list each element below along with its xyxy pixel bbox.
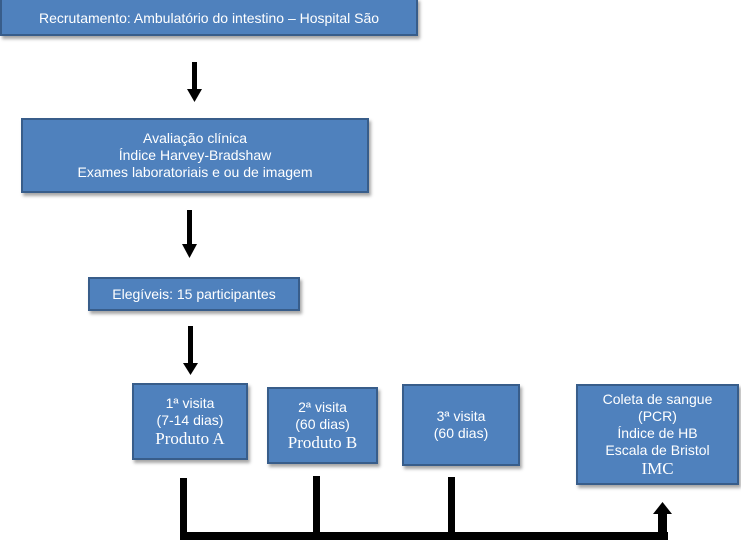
collection-line-3: Índice de HB bbox=[617, 425, 698, 441]
down-arrow-3 bbox=[183, 326, 198, 375]
visit-2-box: 2ª visita (60 dias) Produto B bbox=[267, 387, 378, 464]
timeline-connector bbox=[180, 476, 672, 540]
collection-line-5: IMC bbox=[641, 459, 674, 478]
visit-1-duration: (7-14 dias) bbox=[156, 412, 224, 428]
visit-3-box: 3ª visita (60 dias) bbox=[402, 384, 520, 466]
down-arrow-2 bbox=[182, 210, 197, 258]
visit-2-title: 2ª visita bbox=[298, 399, 347, 415]
clinical-evaluation-box: Avaliação clínica Índice Harvey-Bradshaw… bbox=[21, 118, 369, 193]
collection-line-2: (PCR) bbox=[638, 408, 677, 424]
visit-2-product: Produto B bbox=[287, 433, 358, 452]
evaluation-line-3: Exames laboratoriais e ou de imagem bbox=[77, 164, 313, 180]
visit-3-duration: (60 dias) bbox=[433, 425, 489, 441]
evaluation-line-1: Avaliação clínica bbox=[142, 130, 248, 146]
recruitment-text: Recrutamento: Ambulatório do intestino –… bbox=[38, 10, 380, 26]
visit-1-box: 1ª visita (7-14 dias) Produto A bbox=[132, 383, 248, 460]
evaluation-line-2: Índice Harvey-Bradshaw bbox=[118, 147, 272, 163]
eligible-box: Elegíveis: 15 participantes bbox=[88, 277, 300, 311]
collection-box: Coleta de sangue (PCR) Índice de HB Esca… bbox=[576, 384, 739, 485]
visit-3-title: 3ª visita bbox=[436, 408, 486, 424]
visit-1-title: 1ª visita bbox=[165, 395, 215, 411]
down-arrow-1 bbox=[187, 62, 202, 102]
visit-2-duration: (60 dias) bbox=[295, 416, 350, 432]
visit-1-product: Produto A bbox=[155, 429, 225, 448]
collection-line-4: Escala de Bristol bbox=[605, 442, 710, 458]
eligible-text: Elegíveis: 15 participantes bbox=[112, 285, 276, 302]
collection-line-1: Coleta de sangue bbox=[602, 391, 713, 407]
recruitment-box: Recrutamento: Ambulatório do intestino –… bbox=[0, 0, 418, 36]
